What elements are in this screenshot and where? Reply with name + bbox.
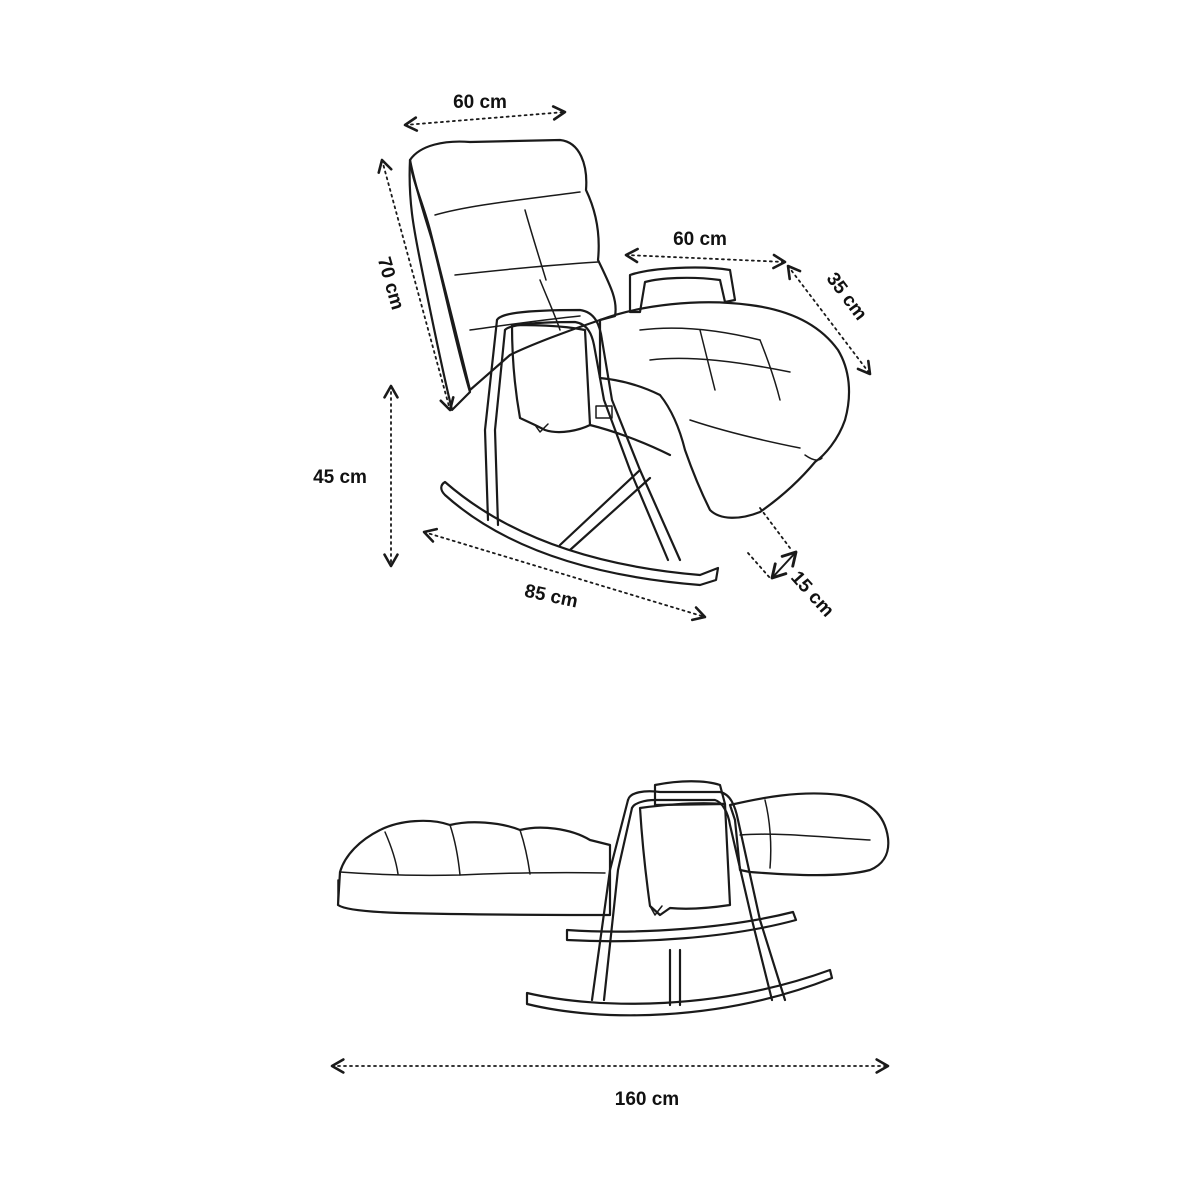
dimension-unfolded-length: 160 cm — [330, 1058, 890, 1110]
dimension-footrest-thickness: 15 cm — [747, 507, 838, 621]
dimension-armrest-length: 60 cm — [624, 229, 787, 270]
dimension-seat-height: 45 cm — [313, 384, 399, 568]
footrest-depth-label: 35 cm — [822, 269, 871, 325]
rocker-runner — [440, 480, 720, 587]
unfolded-length-label: 160 cm — [615, 1089, 679, 1110]
unfolded-back-cushion — [728, 792, 890, 877]
chair-frame — [483, 308, 682, 562]
side-blanket — [510, 323, 592, 434]
unfolded-rockers — [525, 910, 834, 1017]
chair-unfolded-view — [336, 780, 890, 1017]
unfolded-frame — [590, 790, 787, 1007]
base-length-label: 85 cm — [523, 581, 580, 613]
seat-cushion — [598, 301, 851, 519]
unfolded-blanket — [638, 780, 732, 917]
chair-seated-view — [408, 138, 851, 587]
dimension-top-width: 60 cm — [403, 92, 567, 132]
back-height-label: 70 cm — [373, 255, 408, 313]
top-width-label: 60 cm — [453, 92, 507, 113]
dimension-base-length: 85 cm — [422, 527, 707, 622]
footrest-thickness-label: 15 cm — [786, 567, 838, 621]
armrest-length-label: 60 cm — [673, 229, 727, 250]
back-cushion — [408, 138, 617, 412]
seat-height-label: 45 cm — [313, 467, 367, 488]
unfolded-cushion — [336, 819, 612, 917]
handle-bar — [628, 266, 737, 314]
